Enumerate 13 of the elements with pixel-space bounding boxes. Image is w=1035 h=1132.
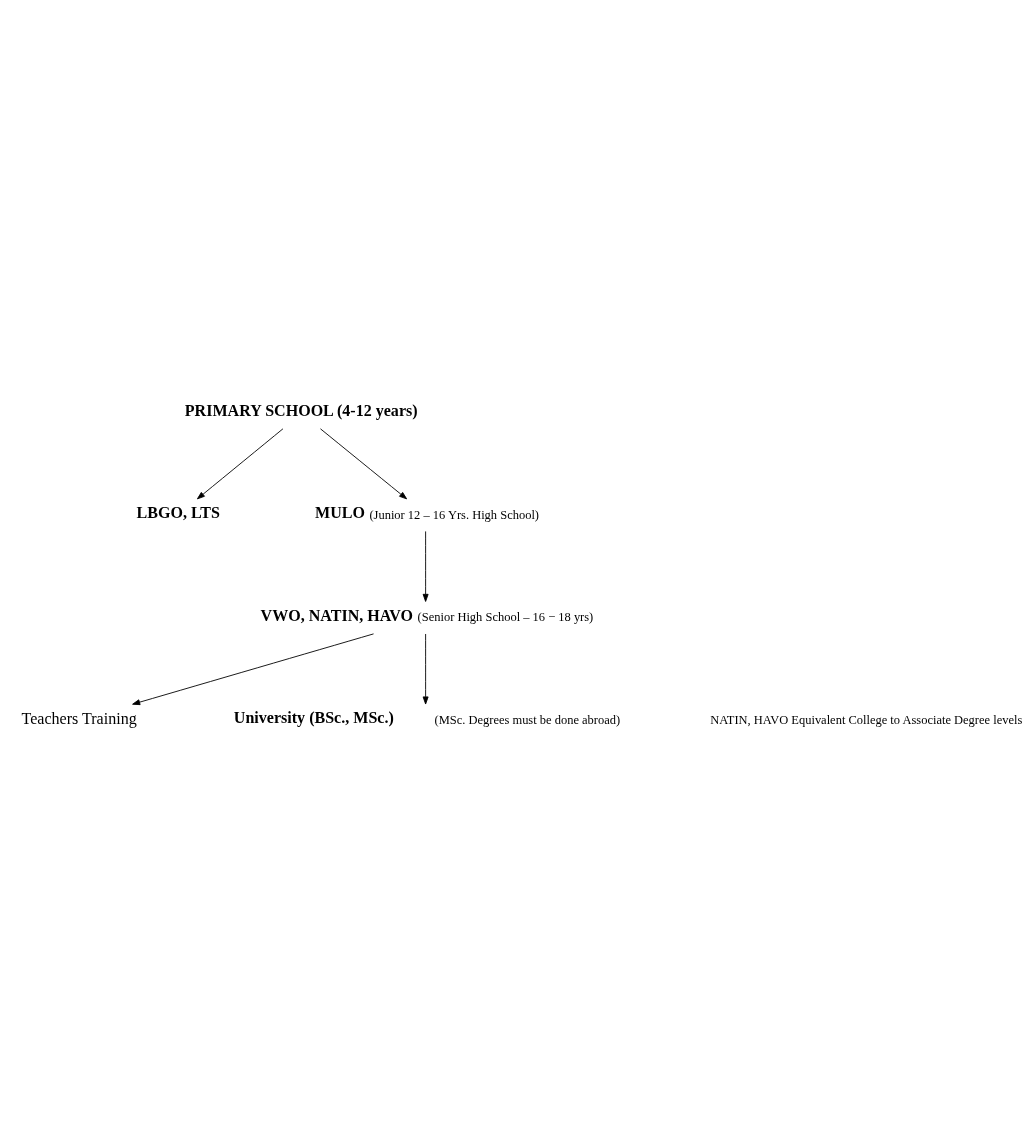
node-text: LBGO, LTS [136, 503, 220, 521]
node-text: PRIMARY SCHOOL (4-12 years) [184, 401, 418, 419]
arrow [196, 427, 284, 499]
node-text: MULO (Junior 12 – 16 Yrs. High School) [315, 503, 540, 522]
arrow [320, 427, 408, 499]
arrow [132, 632, 374, 705]
node-text: University (BSc., MSc.) [233, 708, 394, 726]
node-text: Teachers Training [21, 709, 137, 727]
node-label: (MSc. Degrees must be done abroad) [434, 712, 621, 727]
node-text: VWO, NATIN, HAVO (Senior High School – 16 − 18 yrs) [260, 606, 594, 624]
arrow [422, 530, 429, 602]
arrow [422, 633, 429, 704]
label: NATIN, HAVO Equivalent College to Associate Degree levels [710, 712, 1023, 727]
